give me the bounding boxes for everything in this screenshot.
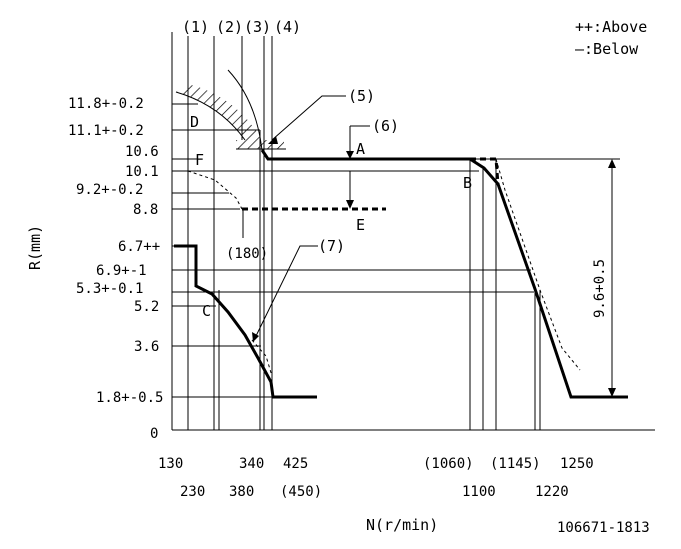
idle-dashed	[251, 339, 273, 377]
svg-text:1220: 1220	[535, 484, 569, 500]
hatched-stop-d	[176, 84, 262, 140]
x-axis-label: N(r/min)	[366, 516, 438, 534]
svg-text:130: 130	[158, 456, 183, 472]
svg-text:230: 230	[180, 484, 205, 500]
svg-text:(450): (450)	[280, 484, 322, 500]
svg-text:6.9+-1: 6.9+-1	[96, 263, 147, 279]
svg-text:380: 380	[229, 484, 254, 500]
stop-curve-d	[175, 91, 246, 141]
point-d: D	[190, 113, 199, 131]
marker-3: (3)	[244, 18, 271, 36]
annotation-180: (180)	[226, 246, 268, 262]
marker-1: (1)	[182, 18, 209, 36]
reference-lines	[172, 103, 620, 398]
arc-3	[227, 69, 263, 151]
y-axis-label: R(mm)	[26, 225, 44, 270]
svg-text:0: 0	[150, 426, 158, 442]
hatched-stop-5	[236, 140, 284, 149]
svg-text:(1145): (1145)	[490, 456, 541, 472]
point-a: A	[356, 140, 365, 158]
highspeed-dashed	[495, 158, 581, 371]
svg-text:340: 340	[239, 456, 264, 472]
idle-curve	[174, 244, 317, 399]
vertical-lines	[187, 36, 541, 430]
svg-text:1250: 1250	[560, 456, 594, 472]
point-f: F	[195, 151, 204, 169]
marker-7: (7)	[318, 237, 345, 255]
annotation-span: 9.6+0.5	[592, 259, 608, 318]
svg-text:6.7++: 6.7++	[118, 239, 160, 255]
svg-text:1100: 1100	[462, 484, 496, 500]
arrow-a	[346, 151, 354, 159]
svg-text:8.8: 8.8	[133, 202, 158, 218]
svg-text:1.8+-0.5: 1.8+-0.5	[96, 390, 163, 406]
svg-text:10.6: 10.6	[125, 144, 159, 160]
svg-text:10.1: 10.1	[125, 164, 159, 180]
marker-5: (5)	[348, 87, 375, 105]
legend-below: —:Below	[575, 40, 639, 58]
svg-text:3.6: 3.6	[134, 339, 159, 355]
marker-6: (6)	[372, 117, 399, 135]
full-load-curve	[260, 149, 628, 399]
svg-text:9.2+-0.2: 9.2+-0.2	[76, 182, 143, 198]
f-dashed	[187, 170, 243, 210]
leader-7	[255, 245, 318, 337]
point-b: B	[463, 174, 472, 192]
svg-text:425: 425	[283, 456, 308, 472]
leader-5	[271, 95, 346, 141]
part-number: 106671-1813	[557, 520, 650, 536]
marker-2: (2)	[216, 18, 243, 36]
point-e: E	[356, 216, 365, 234]
marker-4: (4)	[274, 18, 301, 36]
svg-text:5.3+-0.1: 5.3+-0.1	[76, 281, 143, 297]
svg-text:11.8+-0.2: 11.8+-0.2	[68, 96, 144, 112]
svg-text:5.2: 5.2	[134, 299, 159, 315]
x-tick-labels: 130 340 425 (1060) (1145) 1250 230 380 (…	[158, 456, 594, 500]
point-c: C	[202, 302, 211, 320]
svg-text:(1060): (1060)	[423, 456, 474, 472]
y-tick-labels: 11.8+-0.2 11.1+-0.2 10.6 10.1 9.2+-0.2 8…	[68, 96, 163, 442]
svg-text:11.1+-0.2: 11.1+-0.2	[68, 123, 144, 139]
legend-above: ++:Above	[575, 18, 647, 36]
arrow-e	[346, 200, 354, 209]
